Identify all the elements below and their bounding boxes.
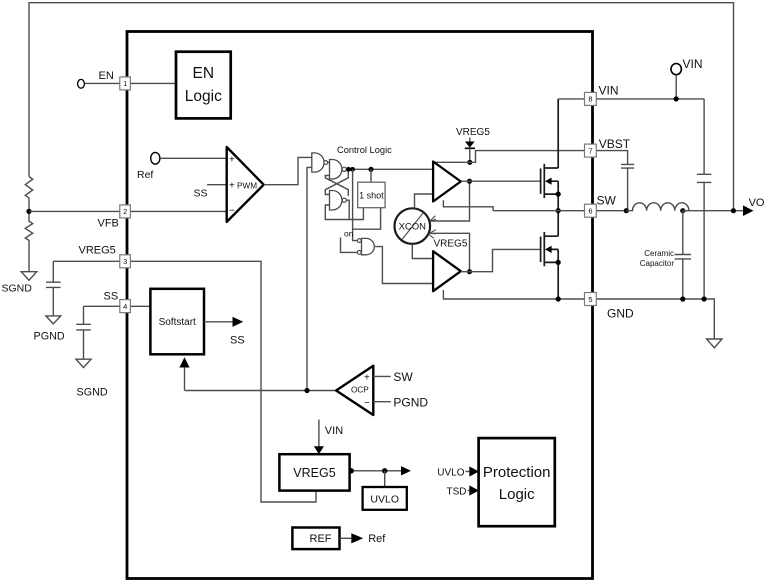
svg-text:EN: EN [99,70,114,82]
svg-text:1 shot: 1 shot [359,191,384,201]
svg-text:SS: SS [230,335,245,347]
svg-text:−: − [364,398,370,409]
svg-text:Logic: Logic [499,486,535,503]
svg-text:SW: SW [597,194,617,208]
svg-text:SS: SS [104,291,119,303]
svg-text:VREG5: VREG5 [293,466,335,480]
svg-text:EN: EN [193,65,215,82]
svg-text:VFB: VFB [98,218,119,230]
svg-text:on: on [344,228,354,238]
svg-text:SS: SS [194,188,208,200]
svg-text:SW: SW [393,370,413,384]
svg-text:VIN: VIN [683,57,703,71]
svg-text:Capacitor: Capacitor [640,259,675,268]
svg-text:VREG5: VREG5 [79,245,116,257]
svg-text:6: 6 [588,207,592,216]
svg-text:1: 1 [123,79,127,88]
svg-text:UVLO: UVLO [437,468,464,479]
svg-text:3: 3 [123,257,127,266]
svg-text:Softstart: Softstart [159,317,196,328]
svg-text:5: 5 [588,295,592,304]
svg-text:VO: VO [749,197,764,209]
svg-text:SGND: SGND [77,386,108,398]
svg-text:Ref: Ref [137,169,153,181]
svg-text:4: 4 [123,302,127,311]
svg-text:VBST: VBST [599,137,631,151]
svg-text:+: + [229,155,235,166]
svg-text:XCON: XCON [399,222,427,233]
svg-text:−: − [229,206,235,217]
svg-text:PWM: PWM [237,181,257,190]
svg-text:+: + [229,181,235,192]
svg-text:Control Logic: Control Logic [337,145,392,155]
svg-text:REF: REF [310,533,332,545]
svg-text:Ref: Ref [368,533,386,545]
svg-text:Logic: Logic [185,88,222,105]
svg-text:VIN: VIN [325,425,343,437]
svg-text:OCP: OCP [351,386,369,395]
svg-text:VREG5: VREG5 [456,127,490,138]
svg-text:PGND: PGND [393,395,428,409]
svg-text:2: 2 [123,207,127,216]
svg-text:+: + [364,373,370,384]
svg-text:8: 8 [588,95,592,104]
svg-text:VIN: VIN [599,83,619,97]
svg-text:VREG5: VREG5 [434,239,468,250]
svg-text:TSD: TSD [447,487,467,498]
svg-text:GND: GND [607,306,634,320]
svg-text:7: 7 [588,146,592,155]
svg-text:Ceramic: Ceramic [644,249,674,258]
svg-text:SGND: SGND [2,283,33,295]
svg-text:PGND: PGND [34,331,65,343]
svg-text:UVLO: UVLO [370,494,399,506]
svg-text:Protection: Protection [483,464,551,481]
